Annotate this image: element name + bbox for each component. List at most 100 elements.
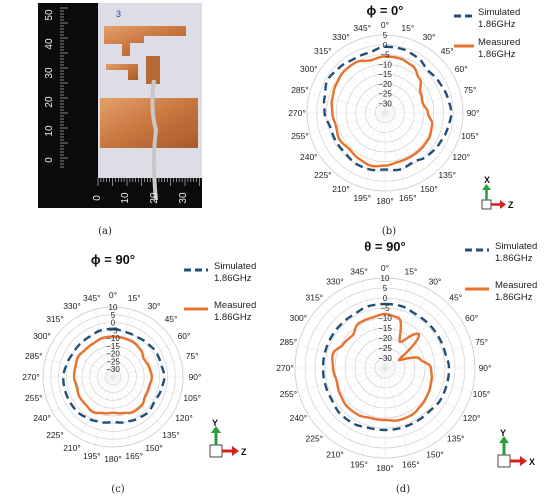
grid-spoke	[306, 322, 386, 369]
grid-spoke	[45, 358, 114, 378]
radial-tick-label: −10	[378, 60, 392, 69]
grid-spoke	[384, 367, 472, 392]
legend-c: Simulated 1.86GHz Measured 1.86GHz	[184, 261, 256, 323]
legend-b-meas-label-1: Measured	[478, 37, 520, 48]
grid-spoke	[384, 289, 431, 369]
axis-indicator-c-box	[209, 444, 223, 458]
grid-spoke	[384, 112, 425, 181]
angle-tick-label: 180°	[376, 463, 394, 473]
radial-tick-label: −10	[378, 314, 392, 323]
angle-tick-label: 0°	[381, 263, 389, 273]
copper-ground-plane	[100, 98, 198, 148]
radial-tick-label: −30	[106, 365, 120, 374]
angle-tick-label: 90°	[467, 108, 480, 118]
legend-d-meas-label-2: 1.86GHz	[495, 292, 533, 303]
radial-tick-label: 0	[383, 41, 388, 50]
ruler-left-label: 40	[44, 38, 55, 50]
axis-indicator-d-box	[497, 454, 511, 468]
grid-spoke	[345, 112, 386, 181]
grid-spoke	[384, 37, 406, 114]
axis-indicator-b-up-head	[482, 184, 491, 190]
angle-tick-label: 15°	[404, 266, 417, 276]
angle-tick-label: 240°	[300, 152, 318, 162]
axis-indicator-d-right-label: X	[529, 457, 535, 467]
grid-spoke	[361, 281, 386, 369]
radial-tick-label: 10	[109, 303, 118, 312]
grid-spoke	[112, 376, 132, 445]
series-simulated-line	[322, 45, 453, 172]
ruler-left-label: 30	[44, 67, 55, 79]
angle-tick-label: 0°	[381, 20, 389, 30]
legend-c-sim-label-2: 1.86GHz	[214, 273, 252, 284]
radial-tick-label: −15	[378, 324, 392, 333]
angle-tick-label: 45°	[165, 314, 178, 324]
angle-tick-label: 45°	[449, 292, 462, 302]
copper-feed-arm	[106, 64, 138, 80]
grid-spoke	[112, 376, 163, 427]
polar-chart-phi0: 50−5−10−15−20−25−300°15°30°45°60°75°90°1…	[288, 20, 479, 206]
angle-tick-label: 120°	[175, 413, 193, 423]
angle-tick-label: 120°	[452, 152, 470, 162]
angle-tick-label: 150°	[145, 443, 163, 453]
grid-spoke	[384, 45, 425, 114]
grid-spoke	[112, 358, 181, 378]
axis-indicator-b-box	[481, 199, 492, 210]
angle-tick-label: 15°	[401, 23, 414, 33]
grid-spoke	[94, 376, 114, 445]
radial-tick-label: −30	[378, 99, 392, 108]
chart-b-title: ϕ = 0°	[367, 3, 404, 18]
angle-tick-label: 345°	[350, 266, 368, 276]
angle-tick-label: 240°	[33, 413, 51, 423]
angle-tick-label: 270°	[276, 363, 294, 373]
angle-tick-label: 90°	[189, 372, 202, 382]
axis-indicator-c-up-label: Y	[212, 418, 218, 428]
angle-tick-label: 60°	[465, 313, 478, 323]
radial-tick-label: −5	[108, 326, 118, 335]
legend-b-meas-label-2: 1.86GHz	[478, 49, 516, 60]
grid-spoke	[384, 367, 464, 414]
grid-spoke	[45, 376, 114, 396]
grid-spoke	[94, 309, 114, 378]
angle-tick-label: 210°	[63, 443, 81, 453]
grid-spoke	[112, 376, 181, 396]
angle-tick-label: 0°	[109, 290, 117, 300]
grid-spoke	[63, 376, 114, 427]
radial-tick-label: 10	[381, 274, 390, 283]
axis-indicator-d-right-head	[520, 456, 527, 466]
polar-chart-phi90: 1050−5−10−15−20−25−300°15°30°45°60°75°90…	[22, 290, 201, 464]
grid-spoke	[384, 112, 461, 134]
grid-spoke	[112, 316, 149, 378]
grid-spoke	[77, 376, 114, 438]
grid-spoke	[384, 73, 453, 114]
ruler-bottom-label: 10	[120, 192, 131, 204]
angle-tick-label: 315°	[314, 46, 332, 56]
angle-tick-label: 105°	[461, 131, 479, 141]
radial-tick-label: −15	[106, 342, 120, 351]
grid-spoke	[298, 344, 386, 369]
grid-spoke	[309, 92, 386, 114]
legend-c-meas-label-2: 1.86GHz	[214, 312, 252, 323]
grid-spoke	[309, 112, 386, 134]
grid-spoke	[384, 281, 409, 369]
legend-d: Simulated 1.86GHz Measured 1.86GHz	[465, 241, 537, 303]
angle-tick-label: 285°	[291, 85, 309, 95]
grid-spoke	[384, 367, 409, 455]
grid-spoke	[329, 57, 386, 114]
grid-spoke	[384, 112, 441, 169]
legend-b-sim-label-2: 1.86GHz	[478, 19, 516, 30]
angle-tick-label: 135°	[447, 434, 465, 444]
grid-spoke	[298, 367, 386, 392]
series-measured-line	[331, 312, 433, 422]
grid-spoke	[339, 367, 386, 447]
axis-indicator-c-right-label: Z	[241, 447, 247, 457]
angle-tick-label: 330°	[326, 276, 344, 286]
grid-spoke	[329, 112, 386, 169]
angle-tick-label: 45°	[441, 46, 454, 56]
axis-indicator-b-right-head	[500, 200, 506, 209]
chart-d-title: θ = 90°	[364, 239, 406, 254]
grid-spoke	[345, 45, 386, 114]
angle-tick-label: 330°	[332, 32, 350, 42]
caption-d: (d)	[396, 484, 410, 495]
ruler-left-label: 50	[44, 9, 55, 21]
